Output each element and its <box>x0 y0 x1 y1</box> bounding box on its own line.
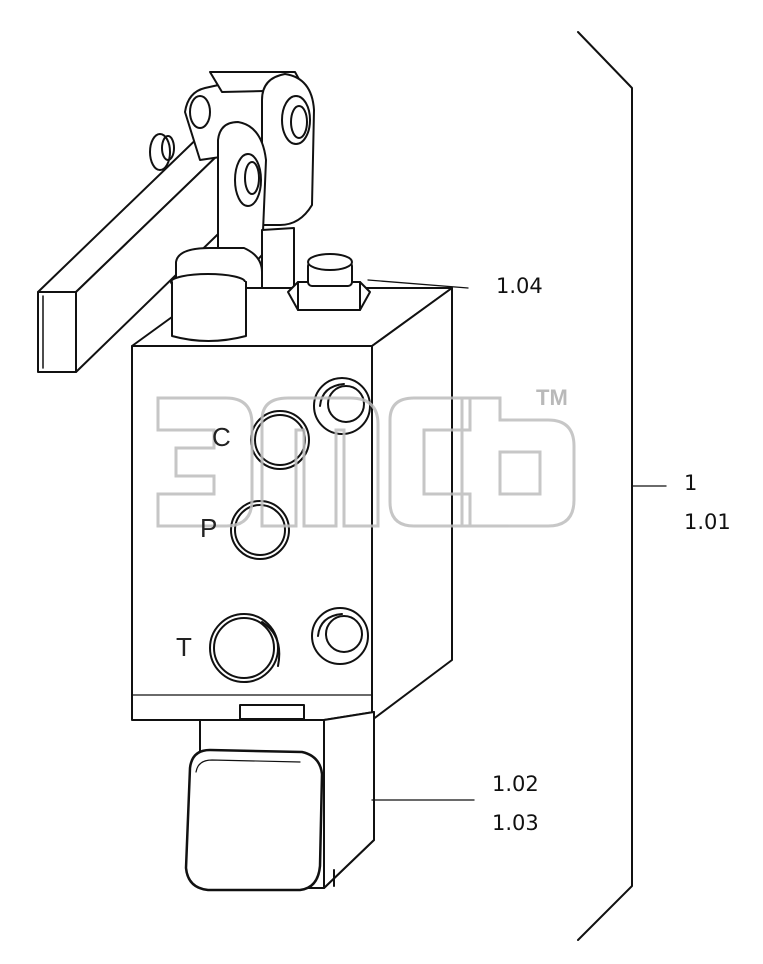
callout-1-04: 1.04 <box>496 274 543 298</box>
lower-actuator <box>184 704 375 892</box>
port-label-p: P <box>200 513 217 543</box>
watermark-logo <box>156 396 576 528</box>
port-label-c: C <box>212 422 231 452</box>
ports <box>209 377 371 683</box>
callout-1-01: 1.01 <box>684 510 731 534</box>
leaders <box>367 31 667 941</box>
port-p-hole <box>230 500 290 560</box>
callout-1: 1 <box>684 471 697 495</box>
top-plug <box>287 253 371 311</box>
port-t-hole <box>209 613 279 683</box>
watermark-trademark: TM <box>536 385 568 410</box>
port-label-t: T <box>176 632 192 662</box>
port-c-hole <box>250 410 310 470</box>
callout-1-02: 1.02 <box>492 772 539 796</box>
callout-1-03: 1.03 <box>492 811 539 835</box>
